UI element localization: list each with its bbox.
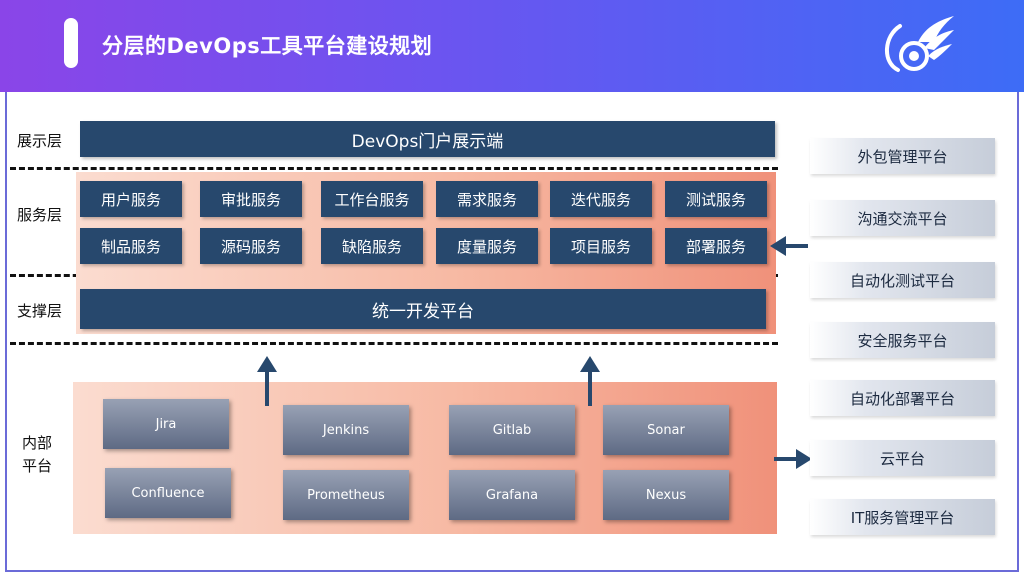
- layer-label-internal-1: 内部: [22, 434, 53, 452]
- page-title: 分层的DevOps工具平台建设规划: [102, 34, 433, 58]
- tool-gitlab: Gitlab: [449, 405, 575, 455]
- up-arrow-icon: [257, 356, 277, 406]
- layer-separator: [10, 167, 778, 170]
- tool-confluence: Confluence: [105, 468, 231, 518]
- right-arrow-icon: [774, 449, 812, 469]
- tool-nexus: Nexus: [603, 470, 729, 520]
- service-requirement: 需求服务: [436, 181, 538, 217]
- left-arrow-icon: [770, 236, 808, 256]
- service-testing: 测试服务: [665, 181, 767, 217]
- service-artifact: 制品服务: [80, 228, 182, 264]
- tool-jira: Jira: [103, 399, 229, 449]
- tool-jenkins: Jenkins: [283, 405, 409, 455]
- platform-auto-deploy: 自动化部署平台: [810, 380, 995, 416]
- service-workbench: 工作台服务: [321, 181, 423, 217]
- unified-dev-platform-bar: 统一开发平台: [80, 289, 766, 329]
- platform-auto-testing: 自动化测试平台: [810, 262, 995, 298]
- tool-grafana: Grafana: [449, 470, 575, 520]
- service-project: 项目服务: [550, 228, 652, 264]
- platform-outsourcing: 外包管理平台: [810, 138, 995, 174]
- platform-security: 安全服务平台: [810, 322, 995, 358]
- service-iteration: 迭代服务: [550, 181, 652, 217]
- platform-communication: 沟通交流平台: [810, 200, 995, 236]
- up-arrow-icon: [580, 356, 600, 406]
- service-deploy: 部署服务: [665, 228, 767, 264]
- wing-logo-icon: [885, 16, 954, 72]
- layer-label-internal-2: 平台: [22, 457, 53, 475]
- tool-sonar: Sonar: [603, 405, 729, 455]
- layer-separator: [10, 342, 778, 345]
- platform-it-service: IT服务管理平台: [810, 499, 995, 535]
- platform-cloud: 云平台: [810, 440, 995, 476]
- tool-prometheus: Prometheus: [283, 470, 409, 520]
- layer-label-presentation: 展示层: [17, 132, 63, 150]
- service-defect: 缺陷服务: [321, 228, 423, 264]
- service-user: 用户服务: [80, 181, 182, 217]
- title-accent-bar: [64, 18, 78, 68]
- service-source: 源码服务: [200, 228, 302, 264]
- service-approval: 审批服务: [200, 181, 302, 217]
- service-metrics: 度量服务: [436, 228, 538, 264]
- layer-label-support: 支撑层: [17, 302, 63, 320]
- header-banner: 分层的DevOps工具平台建设规划: [0, 0, 1024, 92]
- layer-label-service: 服务层: [17, 206, 63, 224]
- devops-portal-bar: DevOps门户展示端: [80, 121, 775, 157]
